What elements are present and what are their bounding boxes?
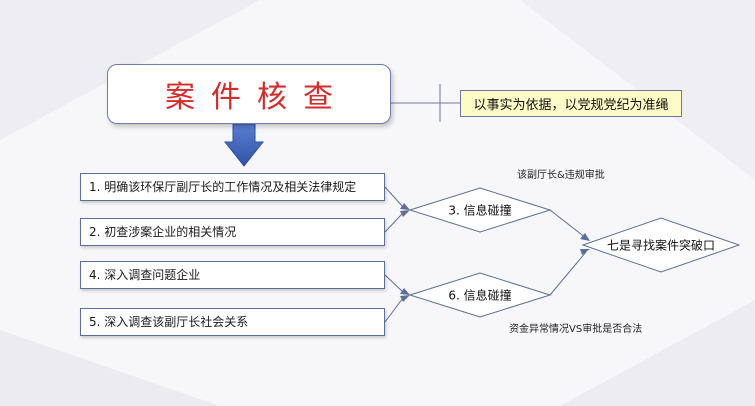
step-box-4: 4. 深入调查问题企业 [80, 261, 385, 289]
arrowhead-icon [400, 210, 410, 217]
page-title: 案件核查 [165, 80, 349, 115]
decision-label-1: 3. 信息碰撞 [448, 203, 512, 218]
connectors [384, 186, 587, 323]
step-box-5: 5. 深入调查该副厅长社会关系 [80, 308, 385, 336]
title-box: 案件核查 [107, 64, 391, 124]
arrowhead-icon [400, 295, 410, 302]
background-shape [560, 300, 755, 406]
step-box-2: 2. 初查涉案企业的相关情况 [80, 218, 385, 246]
arrowhead-icon [580, 249, 590, 255]
arrowhead-icon [580, 233, 590, 241]
result-diamond [581, 217, 741, 273]
down-arrow-icon [223, 123, 265, 167]
arrowhead-icon [400, 288, 410, 295]
step-box-1: 1. 明确该环保厅副厅长的工作情况及相关法律规定 [80, 173, 385, 201]
annotation-bottom: 资金异常情况VS审批是否合法 [509, 324, 643, 335]
background-shape [0, 330, 220, 406]
result-label: 七是寻找案件突破口 [606, 238, 716, 253]
arrowhead-icon [400, 203, 410, 210]
annotation-top: 该副厅长&违规审批 [517, 170, 605, 181]
arrow-heads [400, 203, 590, 302]
principle-note: 以事实为依据，以党规党纪为准绳 [460, 90, 682, 117]
decision-label-2: 6. 信息碰撞 [448, 288, 512, 303]
